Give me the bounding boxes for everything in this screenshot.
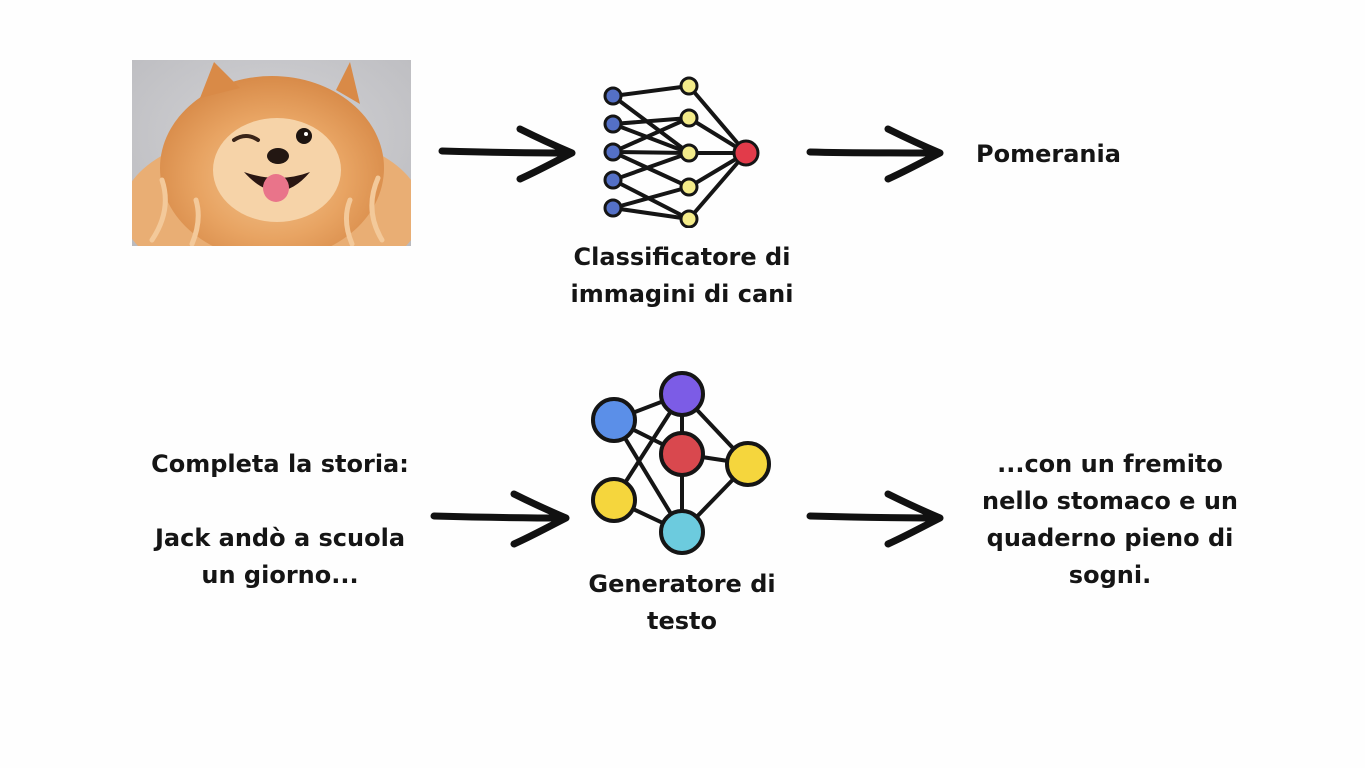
generator-cyan-node: [659, 509, 705, 555]
arrow-prompt-to-generator: [430, 490, 570, 548]
classifier-input-node: [603, 86, 623, 106]
generator-red-node: [659, 431, 705, 477]
arrow-classifier-to-output: [806, 125, 944, 183]
classifier-output-node: [732, 139, 760, 167]
generator-label-line2: testo: [647, 607, 717, 635]
generator-label-line1: Generatore di: [588, 570, 776, 598]
generator-yellow-node-right: [725, 441, 771, 487]
classifier-hidden-node: [679, 76, 699, 96]
generator-prompt-line1: Completa la storia:: [151, 450, 409, 478]
classifier-input-node: [603, 142, 623, 162]
classifier-input-node: [603, 198, 623, 218]
classifier-network-icon: [603, 76, 760, 228]
arrow-image-to-classifier: [438, 125, 576, 183]
generator-output-line3: quaderno pieno di: [986, 524, 1234, 552]
generator-prompt: Completa la storia: Jack andò a scuola u…: [120, 446, 440, 594]
generator-label: Generatore di testo: [552, 566, 812, 640]
classifier-hidden-node: [679, 108, 699, 128]
generator-network-icon: [591, 371, 771, 555]
generator-purple-node: [659, 371, 705, 417]
generator-output-line4: sogni.: [1068, 561, 1152, 589]
arrow-generator-to-output: [806, 490, 944, 548]
classifier-input-node: [603, 114, 623, 134]
generator-output-text: ...con un fremito nello stomaco e un qua…: [960, 446, 1260, 594]
classifier-label: Classificatore di immagini di cani: [552, 239, 812, 313]
classifier-network-edges: [611, 84, 748, 221]
generator-output-line2: nello stomaco e un: [982, 487, 1238, 515]
classifier-hidden-node: [679, 177, 699, 197]
generator-prompt-line3: un giorno...: [201, 561, 359, 589]
classifier-label-line2: immagini di cani: [570, 280, 794, 308]
classifier-hidden-node: [679, 209, 699, 228]
classifier-hidden-node: [679, 143, 699, 163]
generator-prompt-line2: Jack andò a scuola: [154, 524, 406, 552]
generator-yellow-node-left: [591, 477, 637, 523]
generator-output-line1: ...con un fremito: [997, 450, 1223, 478]
generator-blue-node: [591, 397, 637, 443]
pomeranian-dog-photo: [132, 60, 411, 246]
classifier-input-node: [603, 170, 623, 190]
classifier-output-text: Pomerania: [976, 140, 1121, 168]
classifier-label-line1: Classificatore di: [573, 243, 791, 271]
